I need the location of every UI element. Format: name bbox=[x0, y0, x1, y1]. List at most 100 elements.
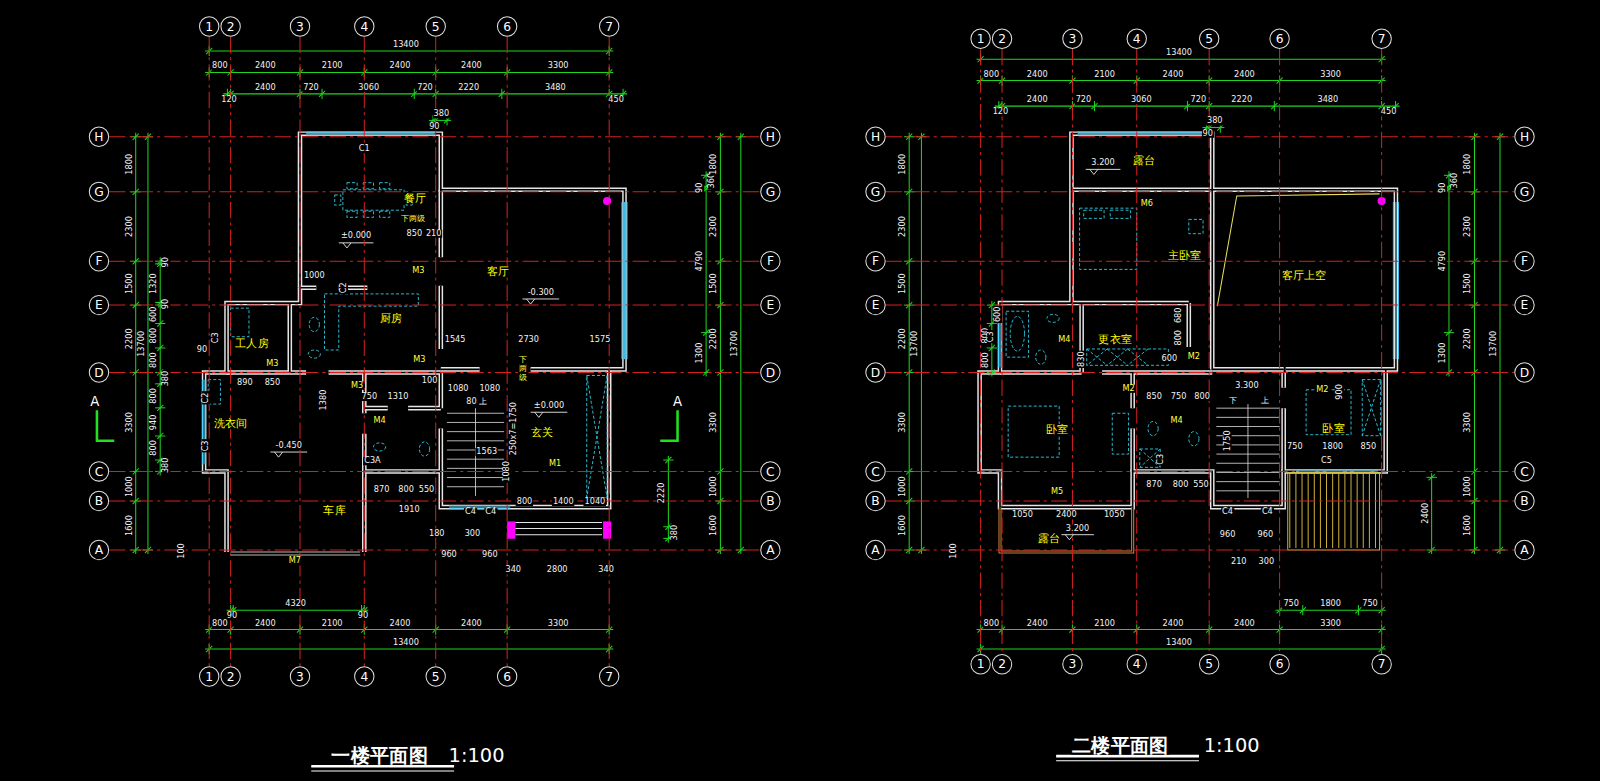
dimension-text: 380 bbox=[162, 369, 170, 387]
axis-label: G bbox=[871, 185, 881, 199]
terrace-edge bbox=[1000, 507, 1133, 552]
dimension-line bbox=[904, 501, 914, 502]
section-mark bbox=[660, 410, 677, 441]
furniture bbox=[1362, 380, 1380, 436]
dimension-text: 2400 bbox=[1233, 619, 1256, 627]
annotation-text: 900 bbox=[1336, 383, 1344, 401]
section-letter: A bbox=[672, 394, 683, 407]
axis-bubble: 4 bbox=[354, 16, 374, 36]
dimension-text: 1500 bbox=[126, 272, 134, 295]
annotation-text: 3.200 bbox=[1065, 524, 1090, 532]
furniture bbox=[373, 443, 385, 451]
axis-label: D bbox=[94, 365, 103, 379]
dimension-text: 3060 bbox=[357, 84, 380, 92]
dimension-text: 2400 bbox=[254, 84, 277, 92]
void-line bbox=[1217, 194, 1379, 306]
window bbox=[203, 132, 1399, 509]
axis-bubble: 4 bbox=[1127, 654, 1147, 674]
annotation-text: 850 bbox=[1145, 393, 1163, 401]
axis-label: 7 bbox=[1378, 32, 1386, 46]
dimension-line bbox=[1448, 171, 1449, 376]
axis-label: B bbox=[1520, 494, 1528, 508]
dimension-text: 800 bbox=[211, 62, 229, 70]
furniture bbox=[1084, 210, 1104, 218]
axis-label: 4 bbox=[1133, 32, 1141, 46]
axis-bubble: 2 bbox=[992, 29, 1012, 49]
dimension-text: 2400 bbox=[254, 62, 277, 70]
axis-bubble: H bbox=[760, 127, 780, 147]
dimension-line bbox=[1276, 610, 1386, 611]
dimension-line bbox=[155, 323, 165, 324]
dimension-text: 3300 bbox=[710, 411, 718, 434]
wall-core bbox=[980, 134, 1396, 507]
dimension-text: 2200 bbox=[126, 327, 134, 350]
dimension-line bbox=[205, 629, 613, 630]
dimension-text: 1600 bbox=[126, 514, 134, 537]
dimension-text: 3060 bbox=[1130, 96, 1153, 104]
dimension-line bbox=[1444, 332, 1454, 333]
axis-bubble: 6 bbox=[497, 16, 517, 36]
dimension-text: 2400 bbox=[389, 619, 412, 627]
axis-bubble: 1 bbox=[970, 29, 990, 49]
axis-bubble: F bbox=[1514, 251, 1534, 271]
level-note: 下两级 bbox=[518, 356, 528, 383]
axis-label: A bbox=[95, 543, 103, 557]
annotation-text: 250x7=1750 bbox=[510, 401, 518, 456]
annotation-text: 300 bbox=[464, 530, 482, 538]
axis-label: 5 bbox=[1205, 32, 1213, 46]
dimension-text: 2300 bbox=[126, 215, 134, 238]
annotation-text: 1050 bbox=[1103, 511, 1126, 519]
axis-bubble: 3 bbox=[290, 666, 310, 686]
axis-bubble: 6 bbox=[1269, 654, 1289, 674]
axis-label: B bbox=[766, 494, 774, 508]
dimension-text: 1600 bbox=[899, 514, 907, 537]
dimension-text: 2400 bbox=[460, 619, 483, 627]
dimension-line bbox=[904, 372, 914, 373]
axis-bubble: 3 bbox=[1062, 654, 1082, 674]
furniture bbox=[1010, 316, 1024, 351]
axis-line bbox=[109, 136, 760, 137]
axis-bubble: 4 bbox=[354, 666, 374, 686]
axis-label: C bbox=[95, 464, 104, 478]
wall bbox=[204, 134, 1396, 552]
dimension-text: 2400 bbox=[1233, 70, 1256, 78]
axis-line bbox=[299, 37, 300, 667]
dimension-text: 2100 bbox=[1093, 70, 1116, 78]
annotation-text: 100 bbox=[950, 542, 958, 560]
dimension-text: 3300 bbox=[1319, 70, 1342, 78]
furniture bbox=[1110, 210, 1130, 218]
dimension-text: 2400 bbox=[389, 62, 412, 70]
axis-label: 2 bbox=[998, 657, 1006, 671]
axis-label: F bbox=[1521, 254, 1528, 268]
axis-label: 6 bbox=[1276, 32, 1284, 46]
furniture bbox=[587, 376, 607, 498]
wall bbox=[204, 134, 624, 552]
annotation-text: 1800 bbox=[1321, 443, 1344, 451]
furniture bbox=[1087, 349, 1148, 365]
axis-line bbox=[109, 549, 760, 550]
axis-label: 1 bbox=[205, 669, 213, 683]
annotation-text: 上 bbox=[1260, 397, 1270, 405]
axis-line bbox=[886, 372, 1515, 373]
dimension-line bbox=[921, 133, 922, 554]
dimension-text: 2100 bbox=[1093, 619, 1116, 627]
dimension-text: 2100 bbox=[321, 619, 344, 627]
annotation-text: 800 bbox=[516, 498, 534, 506]
dimension-line bbox=[977, 59, 1386, 60]
dimension-text: 13700 bbox=[731, 329, 739, 357]
dimension-line bbox=[995, 106, 1400, 107]
dimension-line bbox=[223, 93, 627, 94]
annotation-text: 1575 bbox=[589, 336, 612, 344]
annotation-text: C3 bbox=[987, 330, 995, 343]
annotation-text: 2800 bbox=[546, 566, 569, 574]
axis-label: 5 bbox=[1205, 657, 1213, 671]
axis-bubble: F bbox=[865, 251, 885, 271]
furniture bbox=[1148, 421, 1158, 435]
dimension-line bbox=[977, 80, 1386, 81]
axis-label: 7 bbox=[605, 669, 613, 683]
dimension-text: 800 bbox=[150, 351, 158, 369]
level-mark bbox=[339, 243, 374, 248]
dimension-line bbox=[904, 191, 914, 192]
